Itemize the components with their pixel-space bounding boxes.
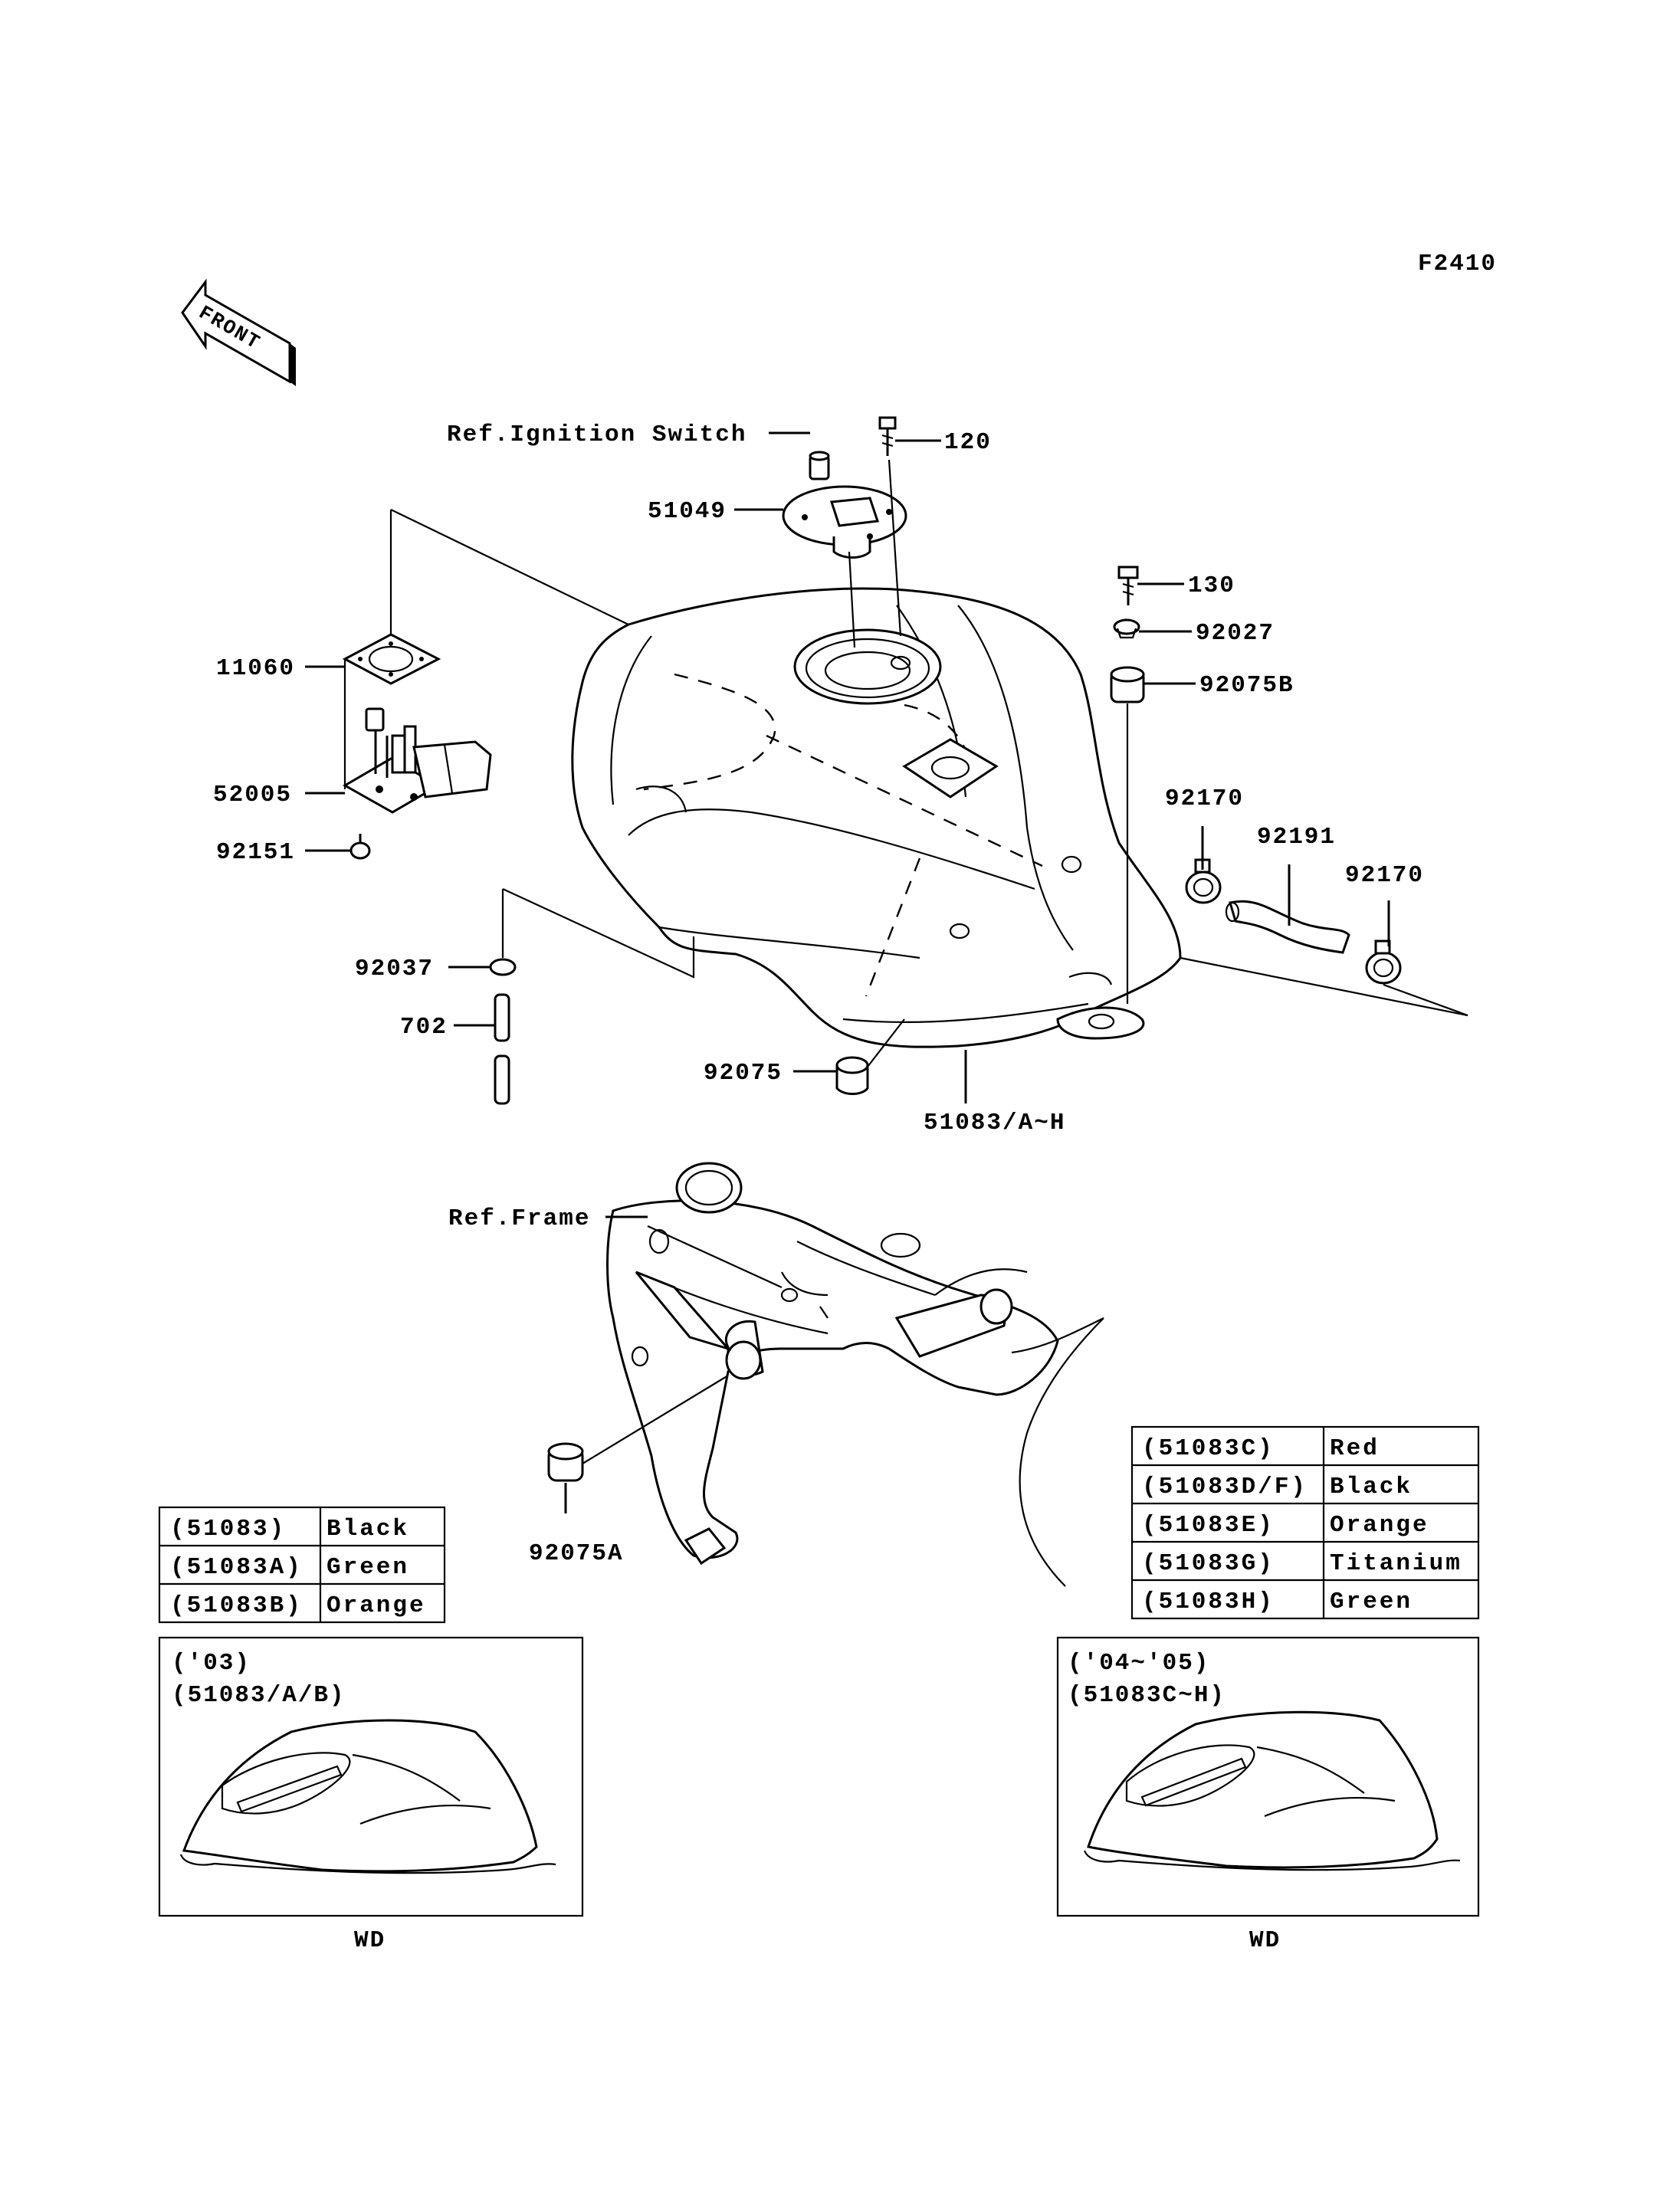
clamp-92170-b xyxy=(1365,939,1402,985)
callout-92170-b: 92170 xyxy=(1345,862,1424,889)
table-left-color-2: Orange xyxy=(326,1592,426,1619)
table-left-code-2: (51083B) xyxy=(170,1592,303,1619)
callout-51083: 51083/A~H xyxy=(924,1110,1065,1136)
table-right-code-0: (51083C) xyxy=(1142,1435,1275,1462)
callout-92151: 92151 xyxy=(216,839,295,866)
callout-52005: 52005 xyxy=(213,782,292,808)
inset-left-year: ('03) xyxy=(172,1650,251,1677)
fuel-pump-52005 xyxy=(342,707,492,814)
damper-92075A xyxy=(547,1442,584,1482)
filler-cap-51049 xyxy=(782,485,907,559)
washer-92027 xyxy=(1113,618,1140,639)
callout-120: 120 xyxy=(944,429,992,456)
callout-702: 702 xyxy=(400,1014,448,1041)
table-left-code-0: (51083) xyxy=(170,1516,286,1543)
ignition-switch-bolt xyxy=(809,451,830,480)
inset-left-caption: WD xyxy=(354,1927,386,1954)
callout-92191: 92191 xyxy=(1257,824,1336,851)
table-right-color-1: Black xyxy=(1330,1474,1413,1500)
figure-code: F2410 xyxy=(1418,251,1497,277)
table-right-color-2: Orange xyxy=(1330,1512,1429,1539)
inset-right-caption: WD xyxy=(1249,1927,1281,1954)
callout-130: 130 xyxy=(1188,572,1235,599)
table-right-color-0: Red xyxy=(1330,1435,1380,1462)
front-arrow-icon: FRONT xyxy=(181,278,296,386)
hose-92191 xyxy=(1225,900,1350,954)
table-right-color-4: Green xyxy=(1330,1589,1413,1615)
frame xyxy=(606,1162,1104,1587)
gasket-11060 xyxy=(342,633,441,685)
callout-ref-ignition-switch: Ref.Ignition Switch xyxy=(447,421,746,448)
color-table-left: (51083) Black (51083A) Green (51083B) Or… xyxy=(158,1506,446,1624)
damper-92075 xyxy=(835,1056,869,1095)
callout-11060: 11060 xyxy=(216,655,295,682)
screw-120 xyxy=(878,416,897,456)
inset-left-parts: (51083/A/B) xyxy=(172,1682,346,1709)
table-right-code-2: (51083E) xyxy=(1142,1512,1275,1539)
table-right-code-1: (51083D/F) xyxy=(1142,1474,1308,1500)
inset-left: ('03) (51083/A/B) xyxy=(158,1636,584,1917)
callout-92075: 92075 xyxy=(704,1060,783,1087)
table-right-code-4: (51083H) xyxy=(1142,1589,1275,1615)
callout-51049: 51049 xyxy=(648,498,727,525)
table-left-color-0: Black xyxy=(326,1516,409,1543)
callout-92037: 92037 xyxy=(355,956,434,982)
bolt-92151 xyxy=(349,834,371,860)
clamp-92170-a xyxy=(1185,858,1222,904)
tube-702 xyxy=(494,993,510,1105)
inset-right: ('04~'05) (51083C~H) xyxy=(1056,1636,1480,1917)
inset-right-parts: (51083C~H) xyxy=(1068,1682,1226,1709)
table-left-color-1: Green xyxy=(326,1554,409,1581)
callout-92170-a: 92170 xyxy=(1165,785,1244,812)
damper-92075B xyxy=(1110,666,1145,703)
table-right-code-3: (51083G) xyxy=(1142,1550,1275,1577)
clip-92037 xyxy=(489,958,517,976)
callout-92075B: 92075B xyxy=(1199,672,1294,699)
table-right-color-3: Titanium xyxy=(1330,1550,1462,1577)
callout-92075A: 92075A xyxy=(529,1540,624,1567)
bolt-130 xyxy=(1117,566,1139,605)
fuel-tank xyxy=(571,587,1182,1048)
callout-92027: 92027 xyxy=(1196,620,1275,647)
table-left-code-1: (51083A) xyxy=(170,1554,303,1581)
callout-ref-frame: Ref.Frame xyxy=(448,1205,590,1232)
color-table-right: (51083C) Red (51083D/F) Black (51083E) O… xyxy=(1130,1425,1480,1620)
inset-right-year: ('04~'05) xyxy=(1068,1650,1209,1677)
